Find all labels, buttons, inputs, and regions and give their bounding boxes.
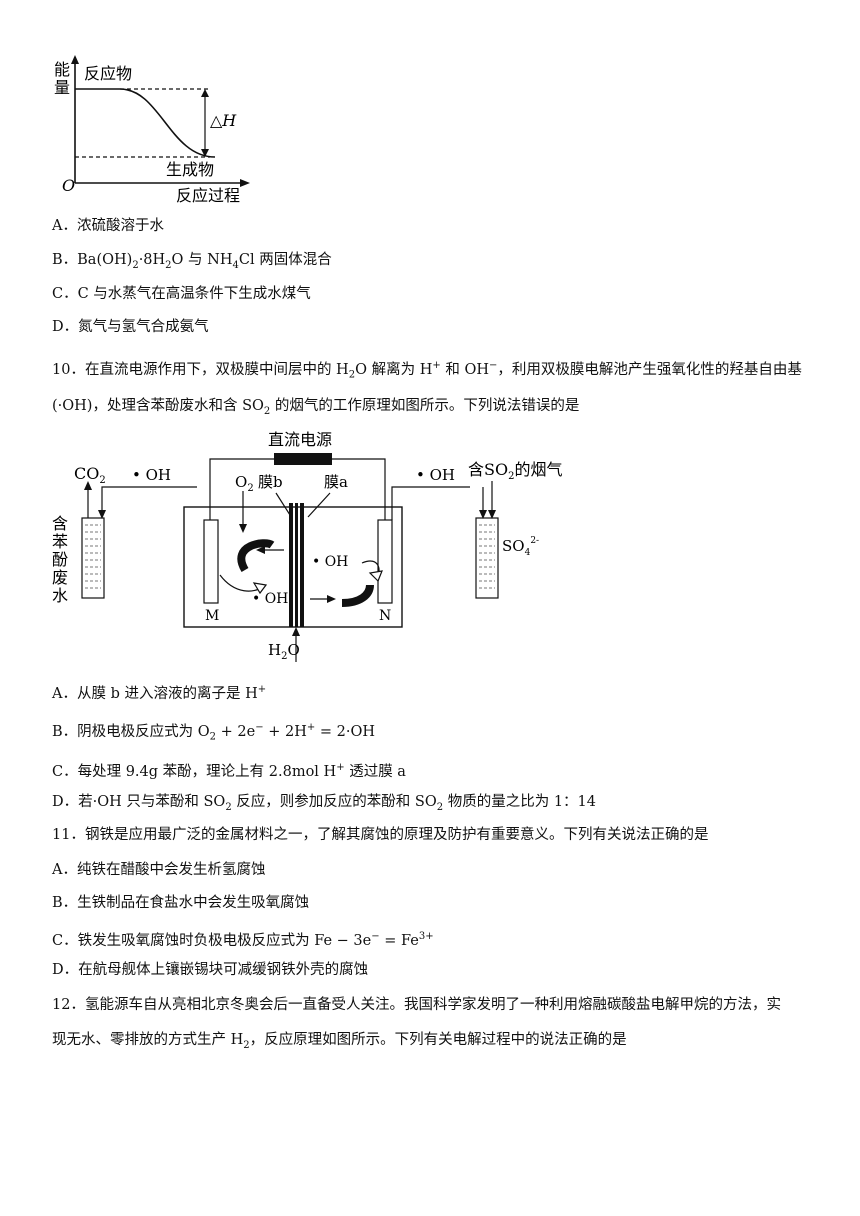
electrode-m bbox=[203, 519, 219, 604]
q11-option-c[interactable]: C．铁发生吸氧腐蚀时负极电极反应式为 Fe − 3e− = Fe3+ bbox=[52, 931, 434, 949]
membrane-b bbox=[289, 503, 293, 627]
oh-center-right: • OH bbox=[312, 554, 348, 570]
energy-ylabel-bottom: 量 bbox=[54, 78, 70, 97]
energy-xlabel: 反应过程 bbox=[176, 186, 240, 205]
q10-option-d[interactable]: D．若·OH 只与苯酚和 SO2 反应，则参加反应的苯酚和 SO2 物质的量之比… bbox=[52, 794, 597, 813]
electrode-m-label: M bbox=[205, 608, 219, 624]
svg-text:含SO2的烟气: 含SO2的烟气 bbox=[468, 460, 562, 482]
q10-option-a[interactable]: A．从膜 b 进入溶液的离子是 H+ bbox=[52, 684, 267, 702]
q10-stem-line2: (·OH)，处理含苯酚废水和含 SO2 的烟气的工作原理如图所示。下列说法错误的… bbox=[52, 398, 580, 417]
q11-option-d[interactable]: D．在航母舰体上镶嵌锡块可减缓钢铁外壳的腐蚀 bbox=[52, 962, 369, 978]
q10-stem-line1: 10．在直流电源作用下，双极膜中间层中的 H2O 解离为 H+ 和 OH−，利用… bbox=[52, 360, 802, 381]
product-label: 生成物 bbox=[166, 160, 214, 179]
svg-text:SO42-: SO42- bbox=[502, 536, 539, 558]
q9-option-a[interactable]: A．浓硫酸溶于水 bbox=[52, 218, 164, 234]
flue-gas-column bbox=[475, 517, 499, 599]
q12-stem-line1: 12．氢能源车自从亮相北京冬奥会后一直备受人关注。我国科学家发明了一种利用熔融碳… bbox=[52, 997, 781, 1013]
membrane-middle bbox=[295, 503, 298, 627]
electrode-n bbox=[377, 519, 393, 604]
electrode-n-label: N bbox=[379, 608, 391, 624]
svg-text:含 苯 酚 废 水: 含 苯 酚 废 水 bbox=[52, 514, 73, 605]
membrane-a-label: 膜a bbox=[324, 473, 348, 491]
membrane-a bbox=[300, 503, 304, 627]
electrolysis-diagram: 直流电源 M N O2 膜b 膜a • OH • OH H2O CO2 • OH bbox=[52, 430, 562, 662]
power-source-label: 直流电源 bbox=[268, 430, 332, 449]
q10-option-b[interactable]: B．阴极电极反应式为 O2 + 2e− + 2H+ = 2·OH bbox=[52, 722, 375, 743]
power-source bbox=[274, 453, 332, 465]
svg-text:CO2: CO2 bbox=[74, 464, 106, 486]
oh-right-label: • OH bbox=[416, 466, 455, 484]
q10-option-c[interactable]: C．每处理 9.4g 苯酚，理论上有 2.8mol H+ 透过膜 a bbox=[52, 762, 406, 780]
svg-text:O2: O2 bbox=[235, 473, 254, 494]
q12-stem-line2: 现无水、零排放的方式生产 H2，反应原理如图所示。下列有关电解过程中的说法正确的… bbox=[52, 1032, 627, 1051]
q9-option-d[interactable]: D．氮气与氢气合成氨气 bbox=[52, 319, 209, 335]
svg-text:H2O: H2O bbox=[268, 641, 300, 662]
q9-option-c[interactable]: C．C 与水蒸气在高温条件下生成水煤气 bbox=[52, 286, 311, 302]
energy-curve bbox=[75, 88, 216, 158]
energy-diagram: 能 量 反应物 △H 生成物 O 反应过程 bbox=[54, 55, 250, 205]
energy-ylabel-top: 能 bbox=[54, 60, 70, 79]
q9-option-b[interactable]: B．Ba(OH)2·8H2O 与 NH4Cl 两固体混合 bbox=[52, 252, 332, 271]
reactant-label: 反应物 bbox=[84, 64, 132, 83]
delta-h-label: △H bbox=[210, 111, 237, 130]
q11-option-b[interactable]: B．生铁制品在食盐水中会发生吸氧腐蚀 bbox=[52, 895, 310, 911]
q11-option-a[interactable]: A．纯铁在醋酸中会发生析氢腐蚀 bbox=[52, 862, 266, 878]
membrane-b-label: 膜b bbox=[258, 473, 283, 491]
q11-stem: 11．钢铁是应用最广泛的金属材料之一，了解其腐蚀的原理及防护有重要意义。下列有关… bbox=[52, 827, 709, 843]
oh-left-label: • OH bbox=[132, 466, 171, 484]
wastewater-column bbox=[81, 517, 105, 599]
oh-center-left: • OH bbox=[252, 591, 288, 607]
origin-label: O bbox=[62, 176, 75, 195]
